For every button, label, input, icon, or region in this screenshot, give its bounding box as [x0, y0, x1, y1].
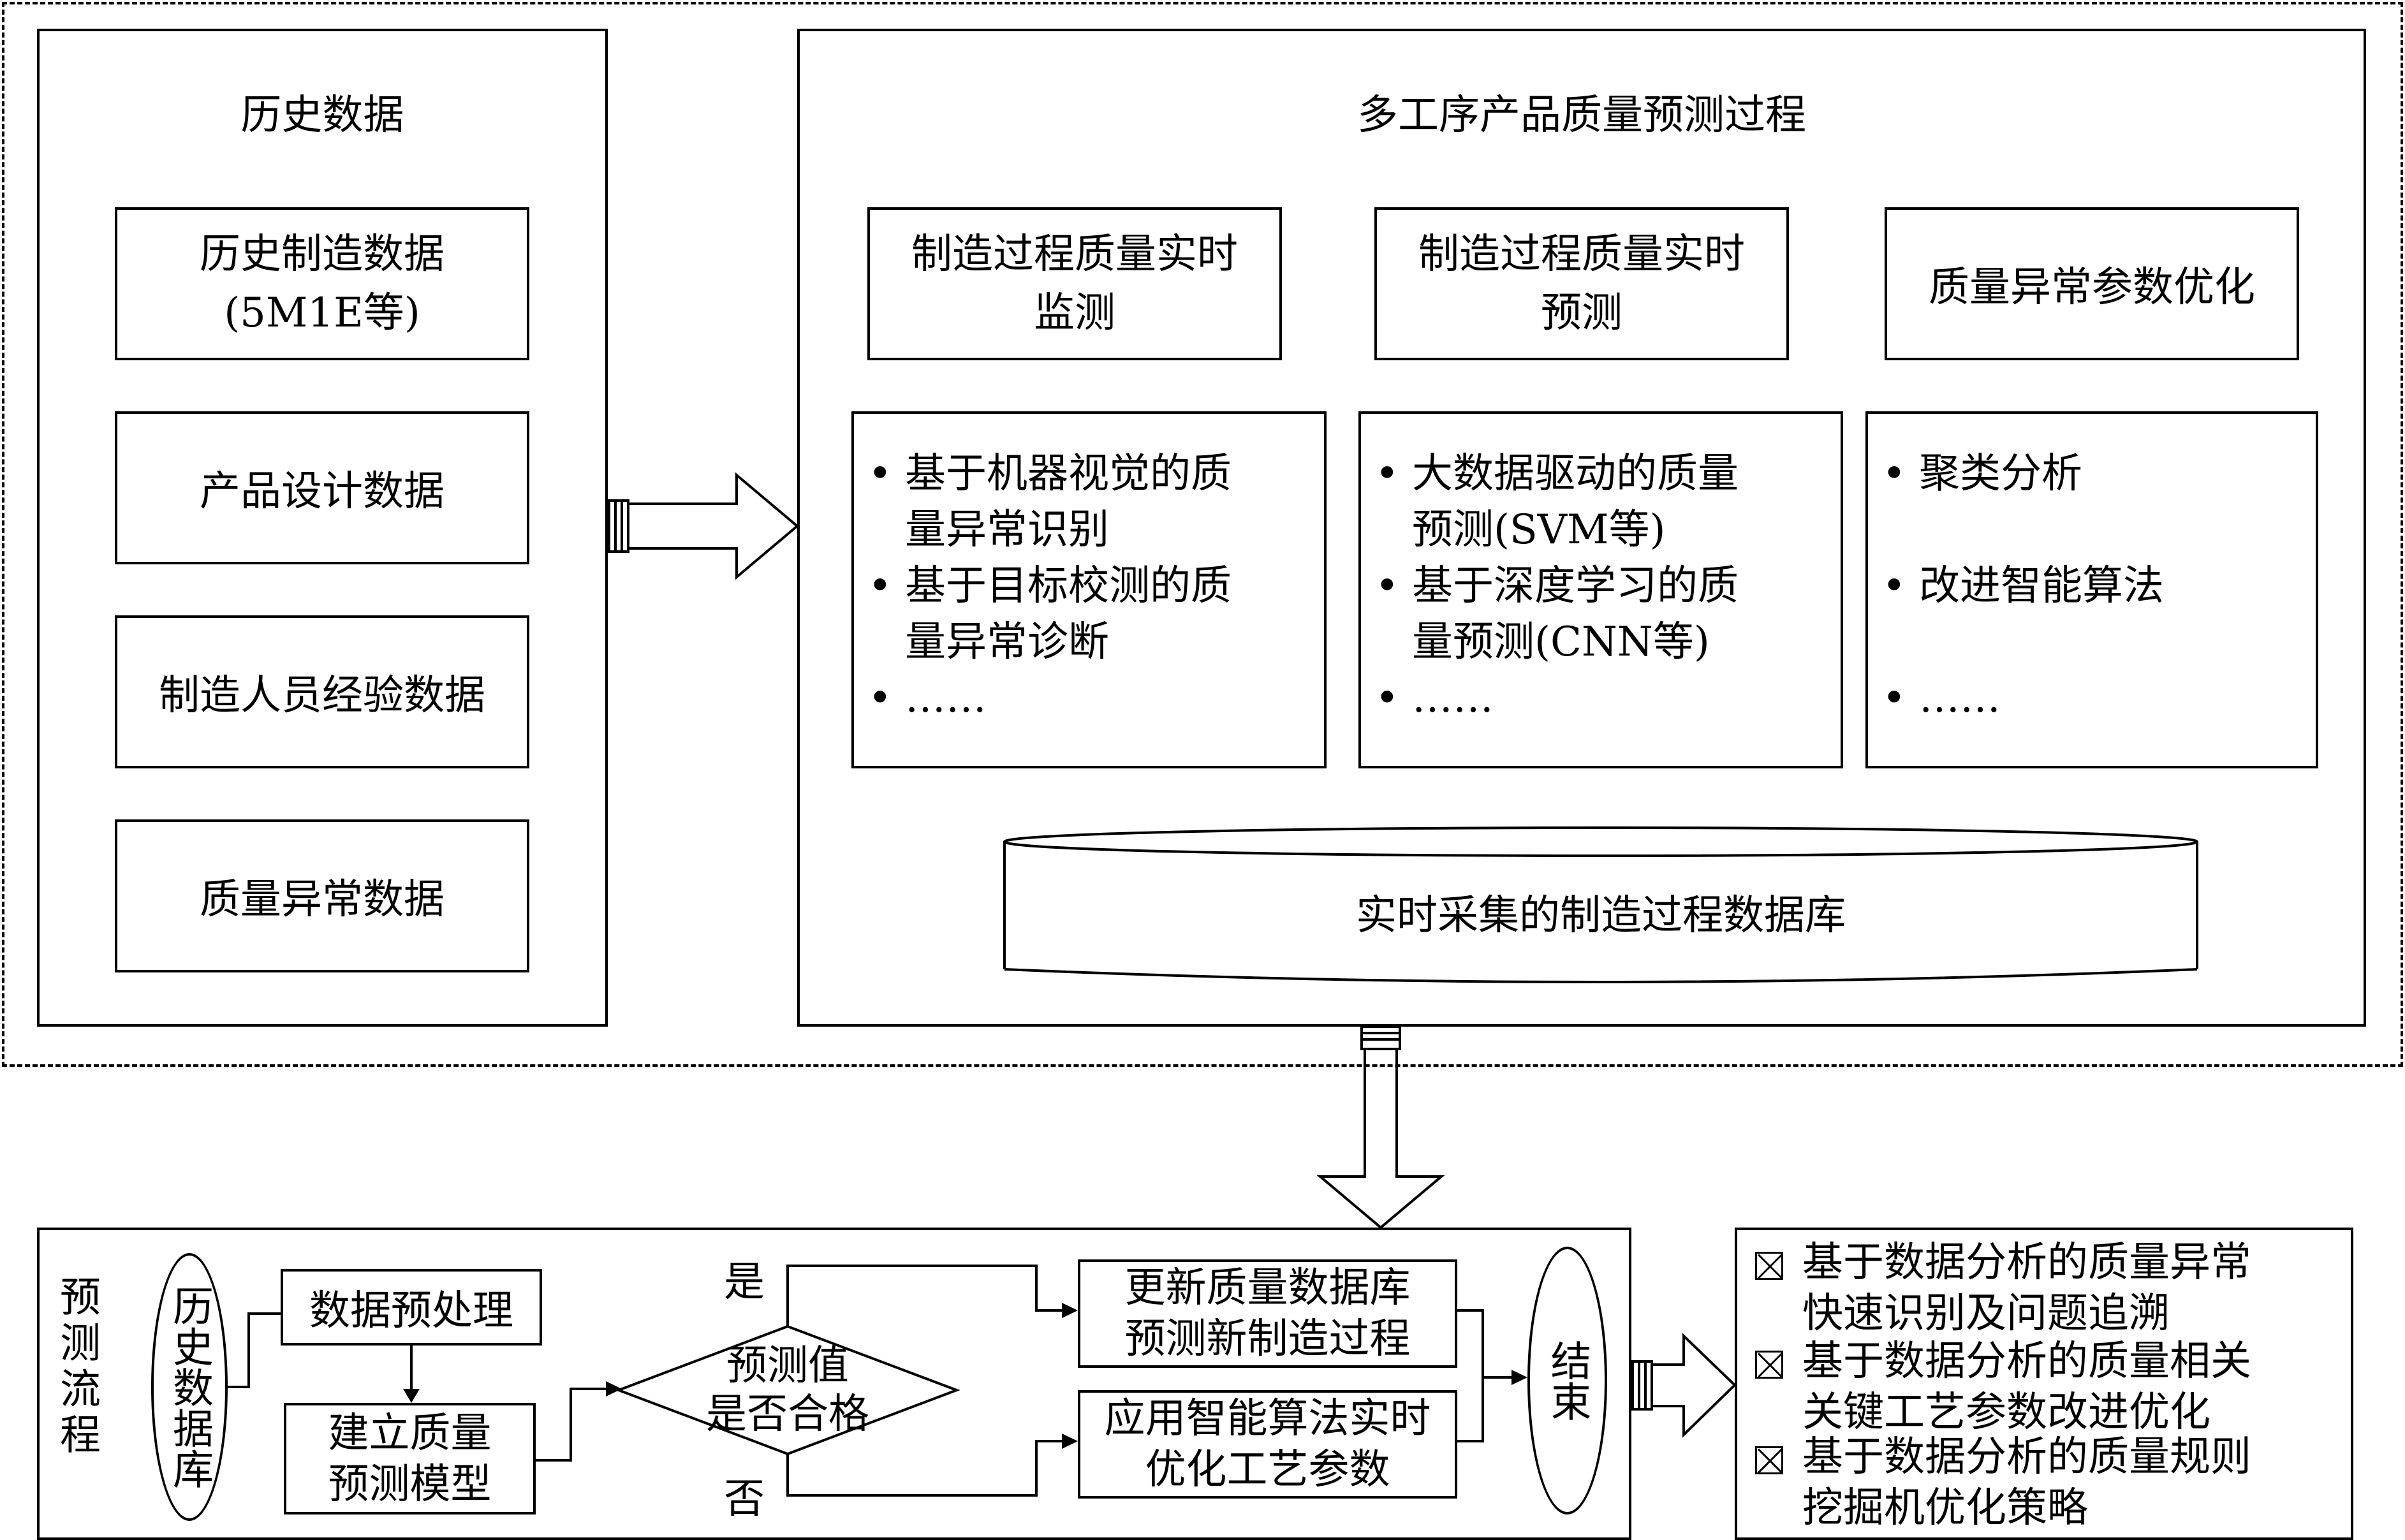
- outcome-item-2: 基于数据分析的质量相关关键工艺参数改进优化: [1755, 1336, 2251, 1438]
- product-design-label: 产品设计数据: [200, 468, 445, 515]
- realtime-prediction-line2: 预测: [1541, 290, 1622, 337]
- outcomes-panel: [1735, 1228, 2353, 1540]
- optimize-params-box: 应用智能算法实时 优化工艺参数: [1078, 1390, 1457, 1499]
- database-cylinder: [1003, 826, 2198, 983]
- history-manufacturing-box: 历史制造数据 (5M1E等): [115, 207, 529, 360]
- history-database-node: 历史数据库: [151, 1253, 228, 1521]
- realtime-monitoring-line1: 制造过程质量实时: [911, 231, 1238, 278]
- realtime-prediction-box: 制造过程质量实时 预测: [1374, 207, 1789, 360]
- realtime-monitoring-line2: 监测: [1034, 290, 1115, 337]
- outcome-arrow: [1631, 1333, 1737, 1438]
- process-panel: [797, 29, 2366, 1027]
- build-model-line1: 建立质量: [328, 1409, 492, 1457]
- history-title: 历史数据: [240, 92, 404, 139]
- decision-label: 预测值 是否合格: [706, 1342, 869, 1438]
- product-design-box: 产品设计数据: [115, 411, 529, 564]
- prediction-flow-panel: [37, 1228, 1631, 1540]
- big-right-arrow: [608, 472, 800, 580]
- outcome-item-3: 基于数据分析的质量规则挖掘机优化策略: [1755, 1432, 2251, 1534]
- checkbox-icon: [1755, 1251, 1783, 1280]
- arrowheads: [403, 1303, 1527, 1449]
- process-title: 多工序产品质量预测过程: [1357, 92, 1806, 139]
- end-label: 结束: [1543, 1340, 1591, 1421]
- preprocess-label: 数据预处理: [309, 1287, 513, 1335]
- history-database-label: 历史数据库: [166, 1285, 213, 1489]
- staff-experience-label: 制造人员经验数据: [159, 672, 485, 719]
- update-database-box: 更新质量数据库 预测新制造过程: [1078, 1259, 1457, 1368]
- list-item: 改进智能算法: [1868, 558, 2164, 614]
- system-frame: [2, 2, 2403, 1067]
- preprocess-box: 数据预处理: [281, 1269, 542, 1346]
- history-manufacturing-sub: (5M1E等): [224, 290, 420, 337]
- quality-anomaly-box: 质量异常数据: [115, 819, 529, 972]
- optimization-methods-list: 聚类分析 改进智能算法 ……: [1868, 446, 2164, 726]
- list-item: ……: [1361, 670, 1739, 726]
- no-label: 否: [724, 1476, 765, 1523]
- quality-anomaly-label: 质量异常数据: [200, 876, 445, 923]
- checkbox-icon: [1755, 1446, 1783, 1474]
- realtime-prediction-line1: 制造过程质量实时: [1418, 231, 1745, 278]
- optimization-methods-box: 聚类分析 改进智能算法 ……: [1865, 411, 2318, 768]
- build-model-line2: 预测模型: [328, 1460, 492, 1508]
- flow-lines: [226, 1265, 1521, 1497]
- list-item: ……: [1868, 670, 2164, 726]
- outcome-item-1: 基于数据分析的质量异常快速识别及问题追溯: [1755, 1237, 2251, 1339]
- checkbox-icon: [1755, 1350, 1783, 1379]
- parameter-optimization-box: 质量异常参数优化: [1885, 207, 2299, 360]
- big-down-arrow: [1316, 1025, 1445, 1229]
- build-model-box: 建立质量 预测模型: [284, 1403, 536, 1514]
- end-node: 结束: [1527, 1247, 1607, 1514]
- history-manufacturing-label: 历史制造数据: [200, 231, 445, 278]
- flow-label: 预测流程: [53, 1275, 100, 1459]
- database-label: 实时采集的制造过程数据库: [1356, 892, 1846, 939]
- yes-label: 是: [724, 1259, 765, 1306]
- realtime-monitoring-box: 制造过程质量实时 监测: [867, 207, 1282, 360]
- list-item: 聚类分析: [1868, 446, 2164, 502]
- parameter-optimization-label: 质量异常参数优化: [1929, 264, 2255, 311]
- list-item: ……: [854, 670, 1232, 726]
- staff-experience-box: 制造人员经验数据: [115, 615, 529, 768]
